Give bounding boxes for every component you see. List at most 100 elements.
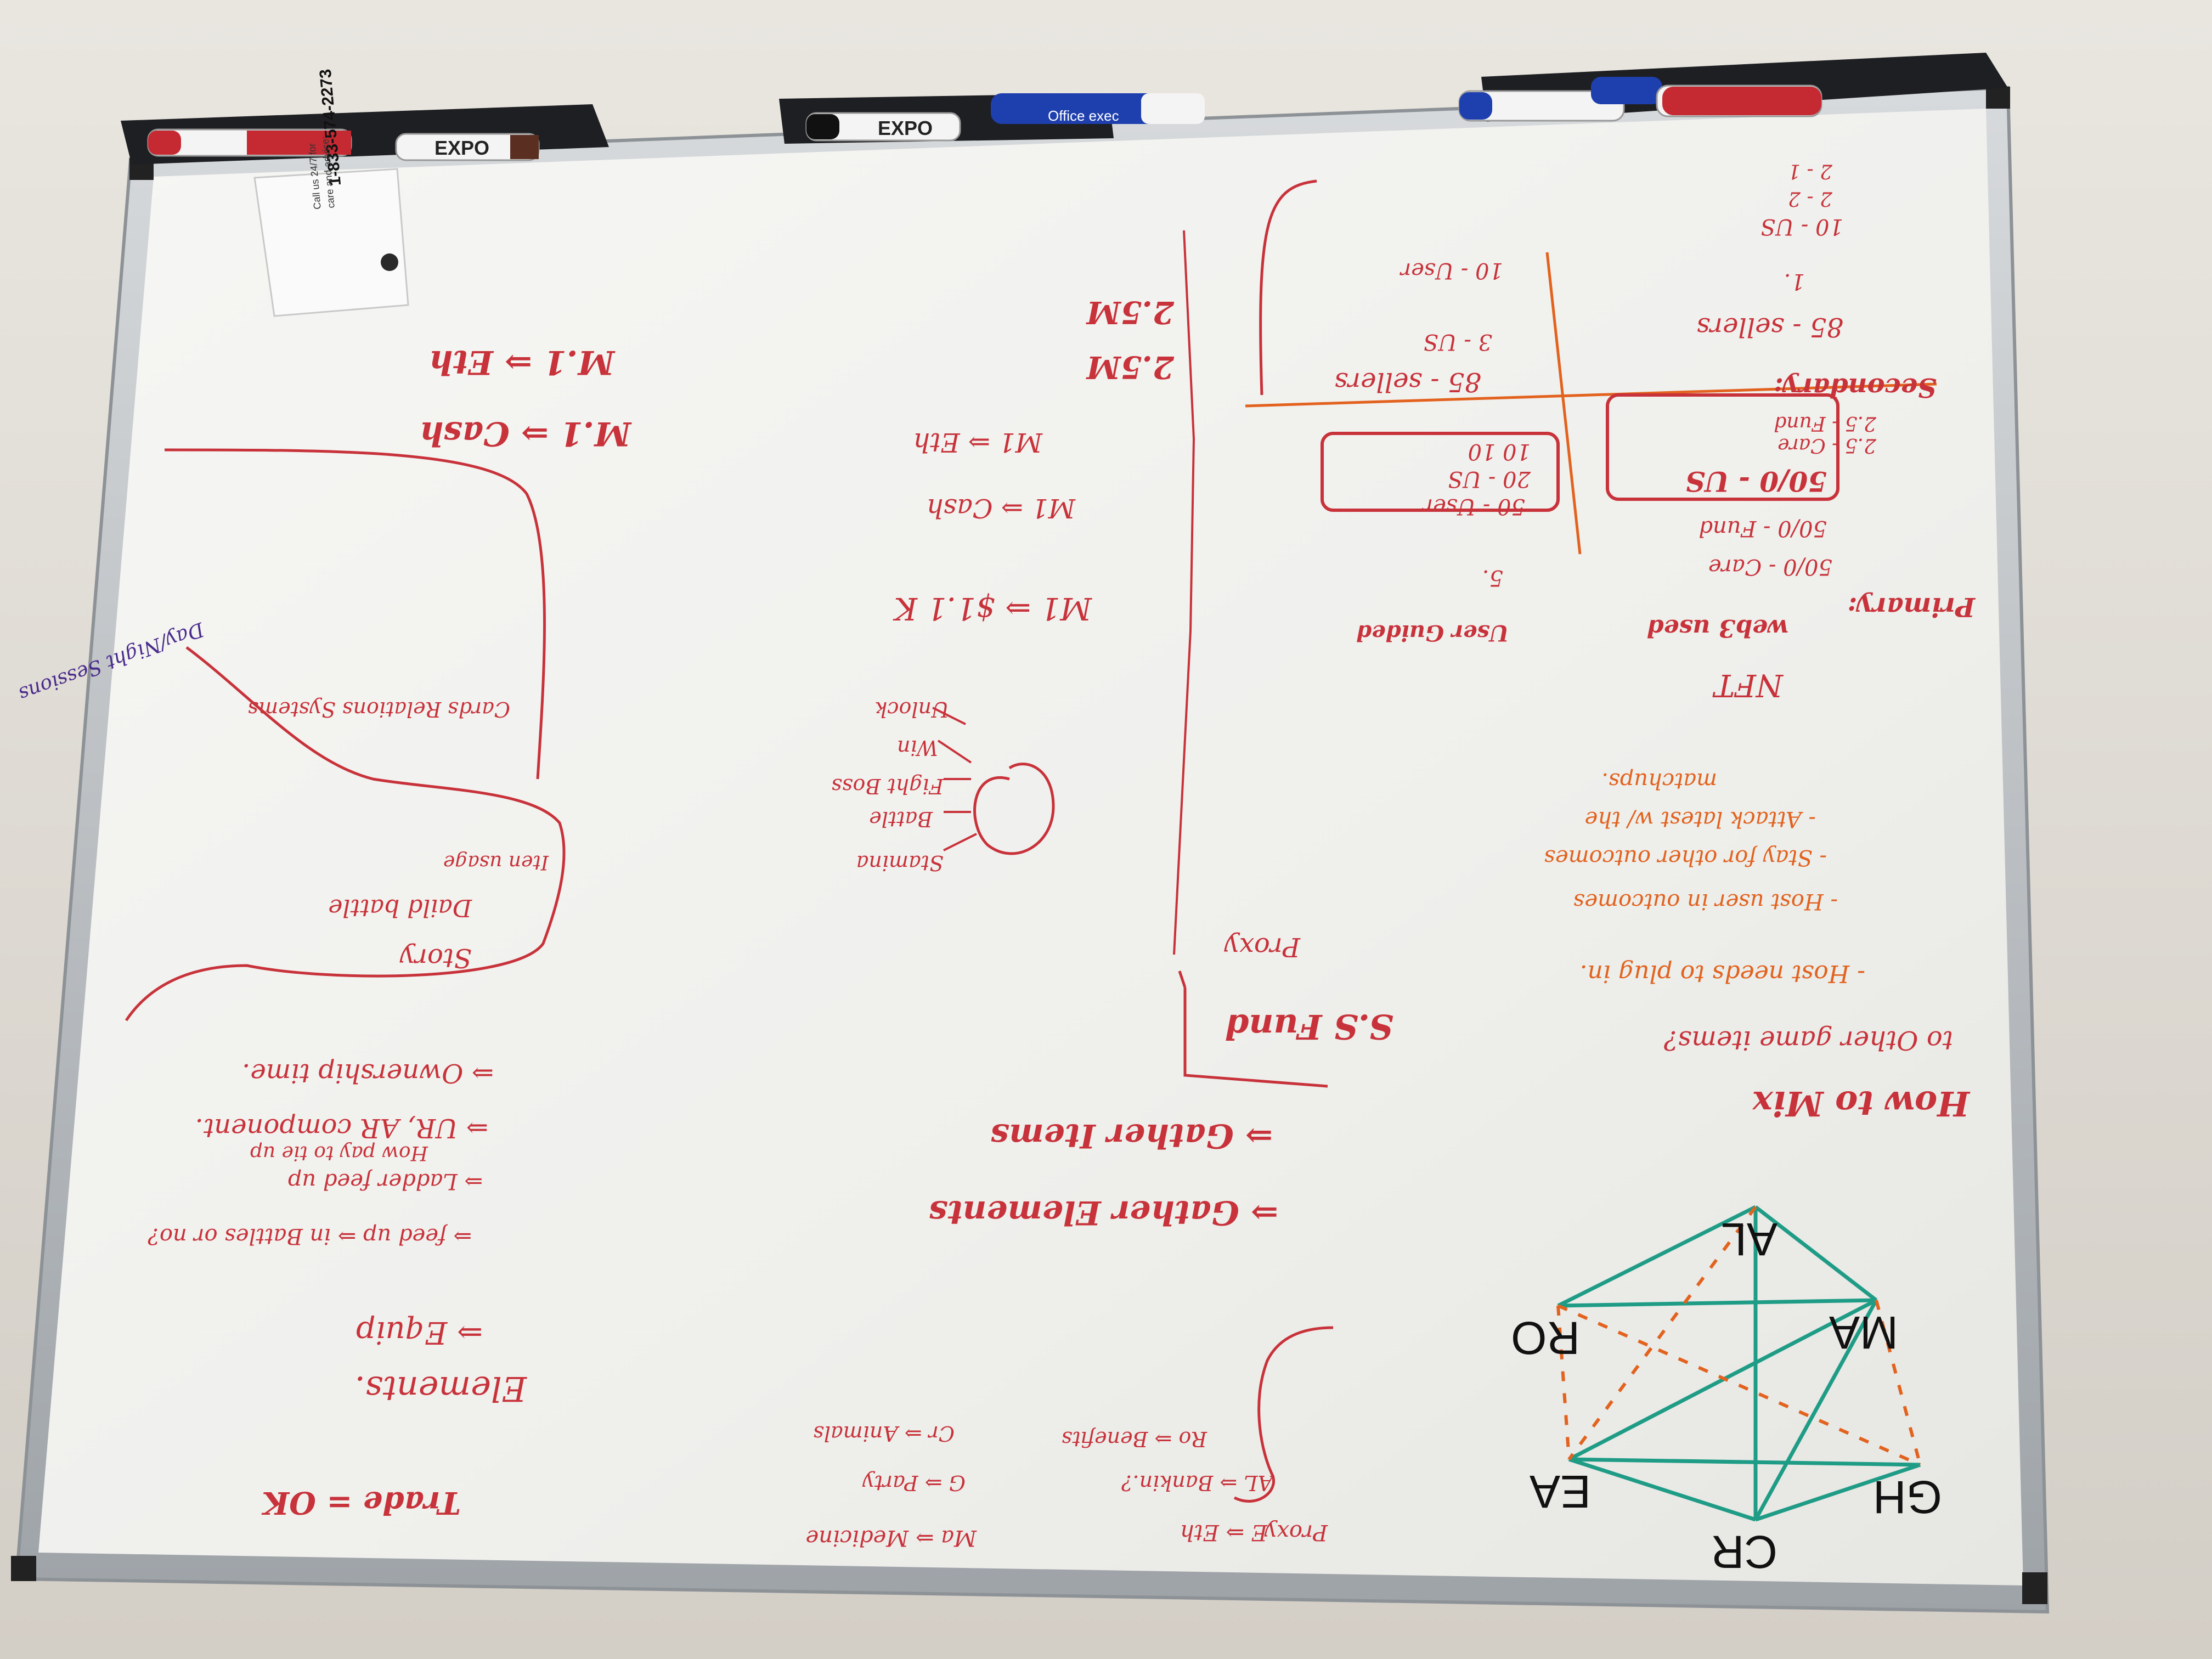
note-m1-ctk: M1 ⇒ $1.1 K [893,590,1092,626]
table-horizontal-line [1245,382,1937,408]
note-al-bank: AL ⇒ Bankin.? [1121,1471,1274,1495]
diagram-edge-gh-cr [1754,1463,1921,1522]
curve-region-mid [125,646,566,1022]
note-three-us: 3 - US [1423,329,1492,354]
note-proxy-bottom: Proxy [1263,1520,1328,1545]
fund-bracket [1178,970,1328,1088]
note-cyc-battle: Battle [869,807,933,831]
right-middle-notes: How to Mix to Other game items? - Host n… [1544,768,1971,1124]
marker-black-label: EXPO [878,117,933,139]
note-how-pay: How pay to tie up [250,1142,428,1164]
note-cyc-stamina: Stamina [856,851,944,875]
note-two-b: 2 - 2 [1788,187,1833,210]
frame-corner-bottom-right [2022,1572,2047,1604]
note-cards-rel: Cards Relations Systems [248,697,510,721]
note-mult-cash: M.1 ⇒ Cash [420,414,632,453]
note-host-needs: - Host needs to plug in. [1580,960,1865,988]
note-cyc-win: Win [897,736,938,760]
note-ro-benefits: Ro ⇒ Benefits [1062,1427,1207,1451]
right-top-notes: Primary: Secondary: NFT web3 used User G… [1245,160,1976,703]
note-m1-cash: M1 ⇒ Cash [927,493,1076,523]
diagram-edge-ea-cr [1568,1457,1757,1522]
note-ladder-feed: ⇒ Ladder feed up [288,1169,483,1194]
note-e-eth: E ⇒ Eth [1180,1520,1268,1545]
box-primary-a [1606,393,1839,501]
note-two-fund: 2.5 - Fund [1774,412,1877,435]
note-how-to-mix: How to Mix [1752,1084,1971,1124]
note-dot2: 5. [1482,565,1503,590]
sticker-logo-icon [381,253,398,271]
diagram-label-cr: CR [1711,1526,1778,1578]
note-matchups: matchups. [1601,768,1717,793]
note-ur-ar: ⇒ UR, AR component. [195,1113,488,1143]
left-bracket-top [1259,179,1317,396]
note-s85-sellers-left: 85 - sellers [1334,366,1481,397]
box-primary-b [1321,432,1560,512]
note-twenty-us: 20 - US [1448,466,1531,492]
diagram-edges [1556,1205,1922,1522]
diagram-label-al: AL [1721,1214,1778,1265]
frame-corner-top-right [1986,87,2010,109]
cycle-spokes [932,707,977,851]
note-s25b: 2.5M [1086,349,1175,385]
middle-notes: 2.5M 2.5M M1 ⇒ Eth M1 ⇒ Cash M1 ⇒ $1.1 K… [806,294,1393,1550]
frame-corner-bottom-left [11,1556,36,1581]
note-user-guided: User Guided [1356,620,1509,646]
marker-blue-label: Office exec [1048,108,1119,124]
note-equip: ⇒ Equip [356,1314,483,1350]
note-fifty-care: 50/0 - Care [1708,554,1832,579]
note-two-a: 2 - 1 [1788,160,1833,182]
left-notes: Trade = OK Elements. ⇒ Equip ⇒ feed up ⇒… [148,343,632,1521]
diagram-edge-ro-ea [1556,1305,1571,1460]
note-proxy: Proxy [1224,932,1301,962]
marker-black[interactable]: EXPO [805,112,961,142]
note-attack: - Attack latest w/ the [1585,806,1816,832]
note-dailed-battle: Daild battle [328,894,472,922]
table-vertical-line [1545,252,1582,555]
note-trade: Trade = OK [261,1485,461,1521]
note-fund-s: S.S Fund [1225,1007,1393,1047]
note-s85-sellers-right: 85 - sellers [1696,312,1843,342]
note-web3: web3 used [1647,614,1788,642]
note-elements: Elements. [354,1369,527,1409]
note-two-care: 2.5 - Care [1778,434,1877,456]
diagram-label-ro: RO [1511,1312,1580,1364]
note-ten: 10 10 [1468,439,1531,464]
note-story: Story [399,943,472,973]
marker-red-2[interactable] [1656,84,1822,117]
note-cr-animals: Cr ⇒ Animals [813,1421,955,1446]
note-gather-elements: ⇒ Gather Elements [929,1193,1278,1232]
marker-blue-1[interactable]: Office exec [991,93,1205,124]
proxy-bracket [1233,1326,1334,1503]
note-fifty-user: 50 - User [1421,494,1525,519]
note-gather-items: ⇒ Gather Items [990,1116,1273,1155]
note-fifty-us: 50/0 - US [1685,465,1827,498]
note-stay-other: - Stay for other outcomes [1544,845,1827,870]
note-dot1: 1. [1784,269,1805,294]
note-ten-us: 10 - US [1760,214,1843,239]
note-feed-up: ⇒ feed up ⇒ in Battles or no? [148,1223,472,1249]
cycle-circle [973,763,1055,855]
marker-brown[interactable]: EXPO [395,133,540,161]
note-nft: NFT [1712,667,1784,703]
diagram-edge-ro-ma [1558,1298,1877,1308]
marker-brown-label: EXPO [435,137,489,159]
curve-region-top [164,448,546,780]
diagram-edge-al-ro [1557,1205,1757,1308]
note-ten-user: 10 - User [1399,258,1503,283]
marker-blue-2[interactable] [1458,77,1662,122]
note-cyc-fight: Fight Boss [832,774,944,798]
diagram-edge-ma-gh [1875,1300,1922,1465]
note-m-medicine: Ma ⇒ Medicine [806,1525,977,1550]
vertical-divider-line [1173,230,1195,955]
marker-red-1[interactable] [147,128,352,157]
note-host-user: - Host user in outcomes [1573,889,1838,914]
note-iten-usage: Iten usage [443,851,549,873]
diagram-label-ea: EA [1530,1466,1591,1517]
note-mult-eth: M.1 ⇒ Eth [429,343,616,381]
diagram-edge-ma-cr [1753,1299,1878,1521]
diagram-edge-al-ea [1567,1206,1757,1460]
